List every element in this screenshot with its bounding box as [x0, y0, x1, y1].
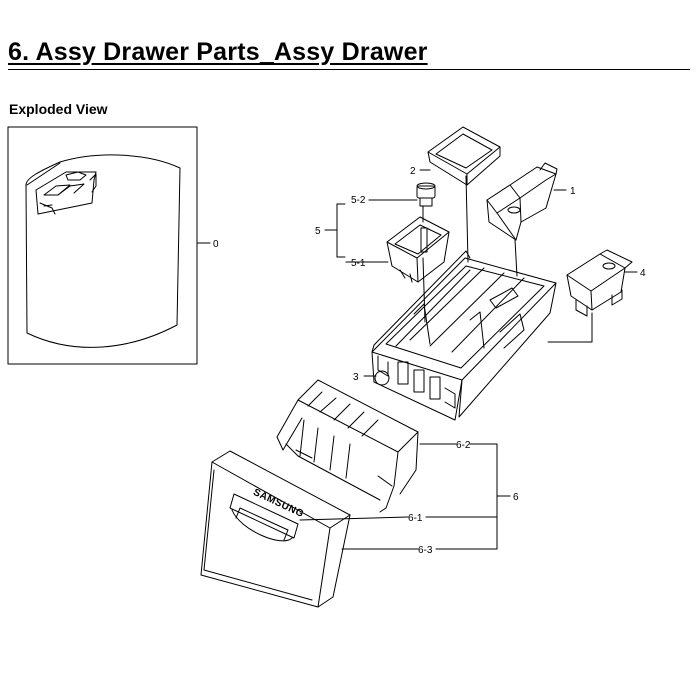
part-6-handle-panel: [200, 450, 351, 608]
washer-overview: [25, 154, 181, 348]
part-3-housing: [371, 250, 557, 421]
part-2-top-cover: [427, 126, 501, 186]
part-1-compartment: [486, 162, 558, 241]
title-underline: [8, 69, 690, 70]
section-subtitle: Exploded View: [9, 101, 108, 117]
part-4-compartment: [566, 249, 633, 317]
callout-4: 4: [640, 268, 646, 279]
callout-0: 0: [213, 239, 219, 250]
leader-lines: [196, 169, 638, 550]
part-5-2-cap: [416, 182, 436, 207]
callout-3: 3: [353, 372, 359, 383]
overview-frame: [7, 126, 198, 365]
callout-2: 2: [410, 166, 416, 177]
callout-6: 6: [513, 492, 519, 503]
page-title: 6. Assy Drawer Parts_Assy Drawer: [8, 38, 428, 66]
callout-6-3: 6-3: [418, 545, 433, 556]
part-6-2-frame: [276, 379, 419, 513]
part-5-1-cup: [386, 216, 450, 283]
callout-5-1: 5-1: [351, 258, 366, 269]
callout-5-2: 5-2: [351, 195, 366, 206]
callout-6-2: 6-2: [456, 440, 471, 451]
callout-5: 5: [315, 226, 321, 237]
callout-1: 1: [570, 186, 576, 197]
callout-6-1: 6-1: [408, 513, 423, 524]
